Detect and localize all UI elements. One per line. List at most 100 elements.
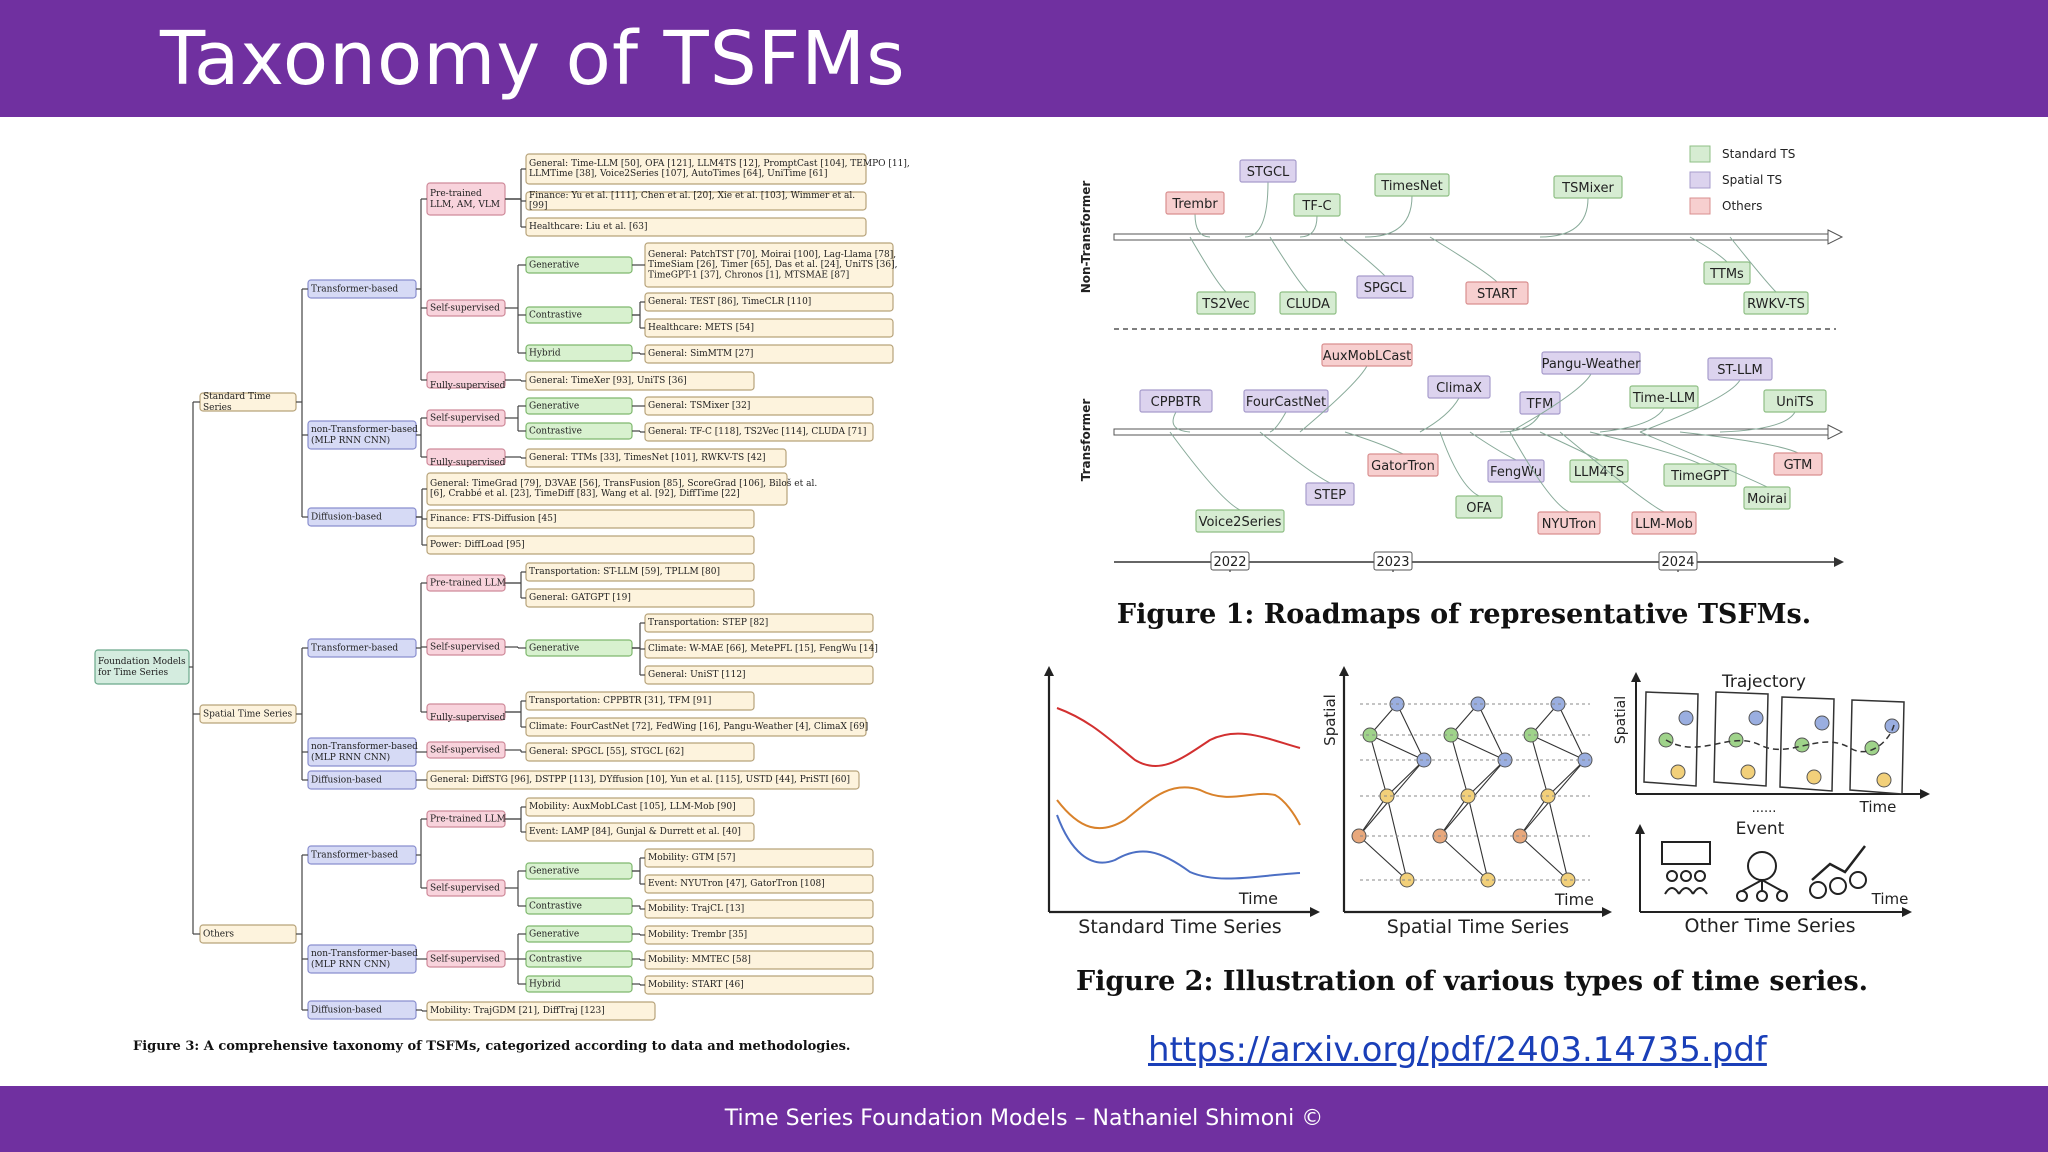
roadmap-connector (1344, 431, 1404, 455)
roadmap-connector (1299, 215, 1318, 238)
tree-level2-7: (MLP RNN CNN) (311, 959, 390, 970)
trajectory-node (1728, 732, 1744, 748)
spatial-edge (1519, 795, 1549, 837)
trajectory-node (1740, 764, 1756, 780)
tree-leaf-2: Healthcare: Liu et al. [63] (529, 222, 648, 232)
panel1-time-label: Time (1238, 889, 1278, 908)
roadmap-chip-nt-0: Trembr (1171, 197, 1218, 212)
year-label: 2022 (1213, 555, 1246, 570)
roadmap-connector (1599, 407, 1665, 433)
roadmap-chip-tr-15-box (1569, 459, 1629, 483)
roadmap-connector (1639, 431, 1768, 488)
year-box (1210, 551, 1250, 571)
tree-leaf-21: General: SPGCL [55], STGCL [62] (529, 747, 684, 757)
people-icon (1692, 887, 1708, 895)
roadmap-chip-tr-11: GatorTron (1371, 459, 1435, 474)
roadmap-chip-nt-8-box (1465, 281, 1529, 305)
tree-leaf-16: Transportation: STEP [82] (648, 618, 768, 628)
roadmap-connector (1719, 411, 1796, 433)
tree-leaf-20: Climate: FourCastNet [72], FedWing [16],… (529, 722, 868, 732)
paper-link[interactable]: https://arxiv.org/pdf/2403.14735.pdf (1148, 1030, 1767, 1070)
roadmap-chip-tr-14-box (1537, 511, 1601, 535)
tree-level3-5: Pre-trained LLM (430, 579, 506, 589)
tree-leaf-4: General: TEST [86], TimeCLR [110] (648, 297, 811, 307)
trajectory-node (1678, 710, 1694, 726)
roadmap-chip-tr-10: STEP (1314, 488, 1346, 503)
row-label-transformer: Transformer (1079, 399, 1093, 482)
tree-leaf-3: General: PatchTST [70], Moirai [100], La… (648, 250, 896, 260)
roadmap-connector (1269, 236, 1309, 293)
roadmap-chip-tr-17-box (1663, 463, 1737, 487)
title-bar: Taxonomy of TSFMs (0, 0, 2048, 117)
tree-level4-2: Hybrid (529, 349, 561, 359)
roadmap-chip-nt-2: TF-C (1301, 199, 1331, 214)
roadmap-connector (1299, 365, 1368, 433)
people-icon (1678, 887, 1694, 895)
tree-root-box (94, 649, 190, 685)
roadmap-connector (1259, 431, 1331, 484)
axis-non-transformer-head (1827, 229, 1844, 245)
tree-leaf-28: Mobility: Trembr [35] (648, 930, 747, 940)
tree-level2-4: non-Transformer-based (311, 742, 418, 752)
legend-label: Others (1722, 199, 1762, 213)
tree-level4-5: Generative (529, 644, 579, 654)
spatial-edge (1396, 703, 1425, 761)
roadmap-connector (1539, 431, 1600, 461)
roadmap-chip-tr-2: AuxMobLCast (1323, 349, 1411, 364)
roadmap-connector (1439, 431, 1480, 497)
money-growth-icon (1811, 845, 1866, 881)
roadmap-connector (1689, 236, 1728, 263)
roadmap-chip-tr-19: GTM (1784, 458, 1813, 473)
panel3-spatial-label: Spatial (1613, 696, 1629, 744)
roadmap-chip-nt-4-box (1553, 175, 1623, 199)
tree-leaf-6: General: SimMTM [27] (648, 349, 753, 359)
tree-level2-3: Transformer-based (311, 644, 398, 654)
tree-level2-2: Diffusion-based (311, 513, 382, 523)
roadmap-chip-tr-10-box (1305, 482, 1355, 506)
spatial-edge (1557, 703, 1586, 761)
spatial-edge (1369, 734, 1388, 797)
tree-leaf-17: Climate: W-MAE [66], MetePFL [15], FengW… (648, 644, 878, 654)
legend-swatch (1689, 197, 1711, 215)
tree-level3-8: Self-supervised (430, 746, 500, 756)
roadmap-chip-tr-12: OFA (1466, 501, 1492, 516)
panel3-time-label: Time (1859, 798, 1897, 816)
tree-leaf-0: LLMTime [38], Voice2Series [107], AutoTi… (529, 169, 828, 179)
roadmap-connector (1509, 373, 1592, 433)
people-icon (1694, 870, 1706, 882)
panel1-y-arrow (1044, 666, 1054, 676)
tree-leaf-19: Transportation: CPPBTR [31], TFM [91] (529, 696, 711, 706)
tree-level3-9: Pre-trained LLM (430, 815, 506, 825)
tree-level3-4: Fully-supervised (430, 458, 506, 468)
roadmap-chip-tr-2-box (1321, 343, 1413, 367)
panel3b-time-label: Time (1871, 890, 1909, 908)
tree-level3-11: Self-supervised (430, 955, 500, 965)
tree-level1-1: Spatial Time Series (203, 710, 292, 720)
roadmap-chip-tr-19-box (1773, 452, 1823, 476)
row-label-non-transformer: Non-Transformer (1079, 181, 1093, 294)
roadmap-chip-nt-6: CLUDA (1286, 297, 1330, 312)
trajectory-node (1884, 718, 1900, 734)
tree-level4-8: Generative (529, 930, 579, 940)
roadmap-chip-tr-4: TFM (1526, 397, 1554, 412)
tree-leaf-24: Event: LAMP [84], Gunjal & Durrett et al… (529, 827, 741, 837)
roadmap-chip-nt-10: RWKV-TS (1747, 297, 1805, 312)
roadmap-chip-tr-1: FourCastNet (1246, 395, 1326, 410)
roadmap-connector (1559, 431, 1665, 513)
year-axis-head (1834, 557, 1844, 567)
tree-level3-0: Pre-trained (430, 189, 482, 199)
figure2-caption: Figure 2: Illustration of various types … (1076, 966, 1868, 997)
panel2-time-label: Time (1554, 890, 1594, 909)
tree-level2-0: Transformer-based (311, 285, 398, 295)
roadmap-connector (1339, 236, 1386, 277)
tree-leaf-1: [99] (529, 201, 547, 211)
roadmap-chip-nt-8: START (1477, 287, 1517, 302)
tree-level4-6: Generative (529, 867, 579, 877)
roadmap-chip-nt-3: TimesNet (1380, 179, 1442, 194)
spatial-edge (1547, 795, 1569, 881)
network-icon (1756, 890, 1768, 902)
roadmap-chip-nt-1-box (1239, 159, 1297, 183)
tree-leaf-8: General: TSMixer [32] (648, 401, 750, 411)
panel2-x-arrow (1602, 907, 1612, 917)
